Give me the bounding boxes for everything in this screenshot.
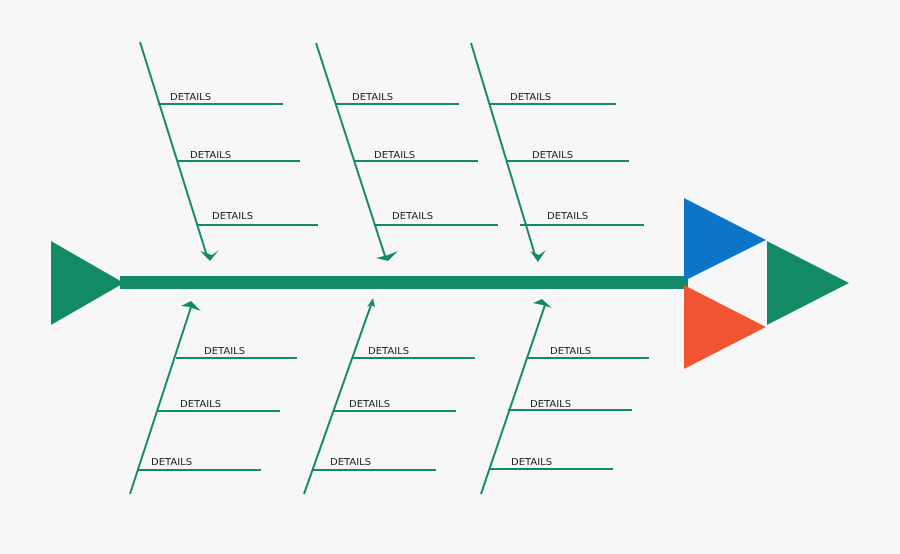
head-blue-triangle (684, 198, 766, 281)
top-bone-3-detail-3: DETAILS (547, 211, 588, 222)
top-bone-3-detail-1: DETAILS (510, 92, 551, 103)
top-bone-2 (315, 42, 498, 257)
top-bone-2-detail-2: DETAILS (374, 150, 415, 161)
bottom-bone-2 (303, 304, 475, 495)
top-bone-3-detail-2: DETAILS (532, 150, 573, 161)
bottom-bone-3-detail-2: DETAILS (530, 399, 571, 410)
bottom-bone-3-detail-3: DETAILS (511, 457, 552, 468)
bottom-bone-2-detail-1: DETAILS (368, 346, 409, 357)
tail-triangle (51, 241, 124, 325)
top-bone-1-detail-2: DETAILS (190, 150, 231, 161)
spine (120, 276, 688, 289)
bottom-bone-2-detail-2: DETAILS (349, 399, 390, 410)
head-orange-triangle (684, 285, 766, 369)
bottom-bone-3 (480, 304, 649, 495)
bottom-bone-3-arrowhead (533, 299, 552, 308)
bottom-bone-1-detail-3: DETAILS (151, 457, 192, 468)
bottom-bone-1-detail-2: DETAILS (180, 399, 221, 410)
top-bone-3-arrowhead (530, 250, 546, 262)
top-bone-2-detail-3: DETAILS (392, 211, 433, 222)
top-bone-1 (139, 41, 318, 257)
top-bone-1-detail-1: DETAILS (170, 92, 211, 103)
bottom-bone-1-detail-1: DETAILS (204, 346, 245, 357)
top-bone-1-arrowhead (200, 250, 219, 261)
top-bone-1-detail-3: DETAILS (212, 211, 253, 222)
head-green-triangle (767, 241, 849, 325)
top-bone-2-arrowhead (376, 251, 398, 261)
bottom-bone-2-arrowhead (367, 298, 375, 307)
bottom-bone-3-detail-1: DETAILS (550, 346, 591, 357)
bottom-bone-1-arrowhead (181, 301, 201, 311)
bottom-bone-2-detail-3: DETAILS (330, 457, 371, 468)
top-bone-2-detail-1: DETAILS (352, 92, 393, 103)
top-bone-3 (470, 42, 644, 256)
bottom-bone-1 (129, 306, 297, 495)
